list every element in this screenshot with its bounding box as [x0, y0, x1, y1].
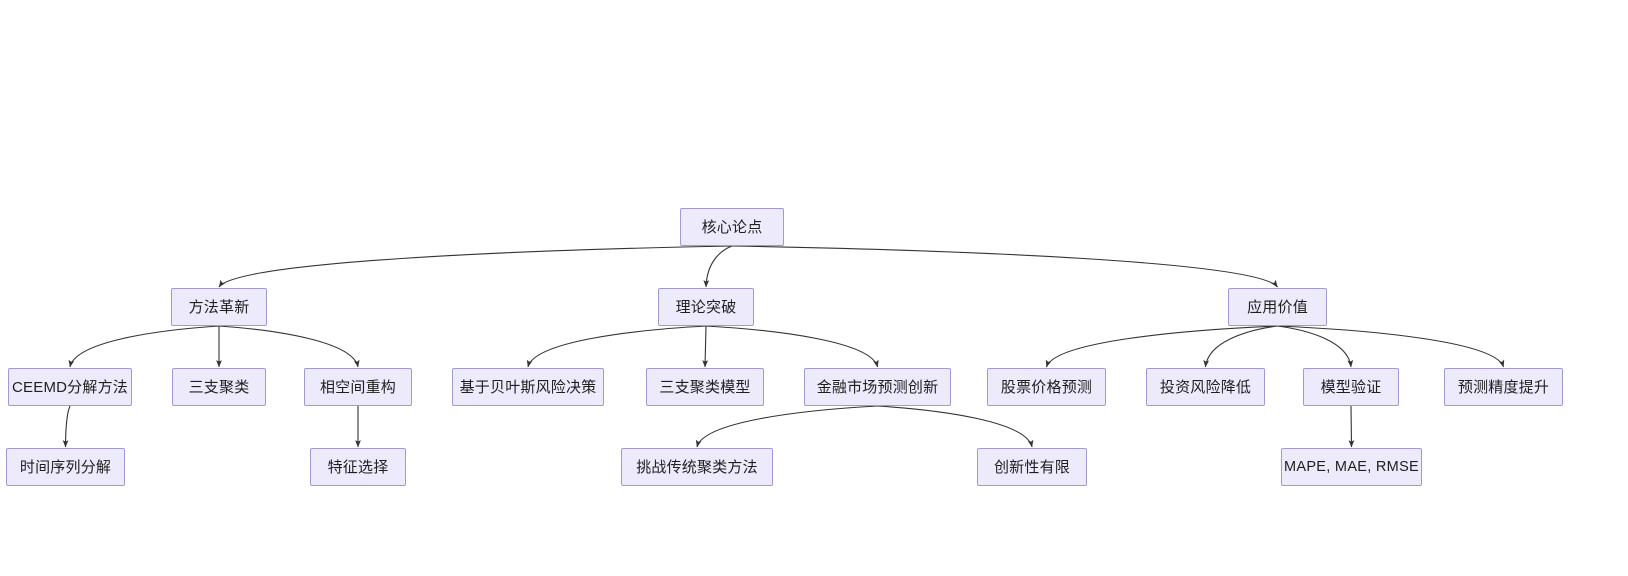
node-label: 方法革新: [188, 298, 250, 316]
mindmap-node-l3a[interactable]: 时间序列分解: [6, 448, 125, 486]
mindmap-node-l1b[interactable]: 理论突破: [658, 288, 754, 326]
node-label: 理论突破: [675, 298, 737, 316]
edge-l1b-to-l2f: [705, 325, 879, 368]
mindmap-node-l2g[interactable]: 股票价格预测: [987, 368, 1106, 406]
node-label: 挑战传统聚类方法: [636, 458, 758, 476]
node-label: 三支聚类: [188, 378, 250, 396]
mindmap-node-l1a[interactable]: 方法革新: [171, 288, 267, 326]
mindmap-node-l2f[interactable]: 金融市场预测创新: [804, 368, 951, 406]
mindmap-node-l2h[interactable]: 投资风险降低: [1146, 368, 1265, 406]
edge-root-to-l1c: [731, 245, 1278, 288]
mindmap-node-l2b[interactable]: 三支聚类: [172, 368, 266, 406]
node-label: 三支聚类模型: [659, 378, 751, 396]
node-label: 应用价值: [1247, 298, 1308, 316]
mindmap-node-l2e[interactable]: 三支聚类模型: [646, 368, 764, 406]
node-label: 预测精度提升: [1457, 378, 1550, 396]
edge-l2f-to-l3c: [695, 405, 878, 448]
node-label: 基于贝叶斯风险决策: [459, 378, 597, 396]
node-label: 特征选择: [327, 458, 389, 476]
node-label: 模型验证: [1320, 378, 1382, 396]
edge-l1c-to-l2i: [1277, 325, 1354, 368]
edge-l1a-to-l2a: [68, 325, 220, 368]
edge-l1c-to-l2h: [1203, 325, 1278, 368]
mindmap-node-l1c[interactable]: 应用价值: [1228, 288, 1327, 326]
edge-l2i-to-l3e: [1348, 405, 1355, 448]
mindmap-node-l2a[interactable]: CEEMD分解方法: [8, 368, 132, 406]
node-label: 时间序列分解: [19, 458, 112, 476]
edge-l1a-to-l2c: [218, 325, 360, 368]
node-label: MAPE, MAE, RMSE: [1283, 458, 1420, 475]
mindmap-node-l2j[interactable]: 预测精度提升: [1444, 368, 1563, 406]
mindmap-node-l3b[interactable]: 特征选择: [310, 448, 406, 486]
mindmap-node-l3d[interactable]: 创新性有限: [977, 448, 1087, 486]
edge-l1c-to-l2g: [1045, 325, 1278, 368]
node-label: CEEMD分解方法: [12, 378, 128, 396]
edge-root-to-l1b: [703, 245, 733, 288]
edge-l1b-to-l2e: [702, 325, 709, 368]
node-label: 创新性有限: [993, 458, 1070, 476]
node-label: 相空间重构: [319, 378, 396, 396]
edge-l1b-to-l2d: [526, 325, 707, 368]
mindmap-node-l2i[interactable]: 模型验证: [1303, 368, 1399, 406]
mindmap-node-l3c[interactable]: 挑战传统聚类方法: [621, 448, 773, 486]
mindmap-node-root[interactable]: 核心论点: [680, 208, 784, 246]
mindmap-node-l2d[interactable]: 基于贝叶斯风险决策: [452, 368, 604, 406]
node-label: 股票价格预测: [1000, 378, 1093, 396]
node-label: 金融市场预测创新: [816, 378, 939, 396]
node-label: 核心论点: [701, 218, 763, 236]
node-label: 投资风险降低: [1159, 378, 1252, 396]
edge-l2f-to-l3d: [877, 405, 1034, 448]
edge-l2a-to-l3a: [62, 405, 71, 448]
mindmap-node-l2c[interactable]: 相空间重构: [304, 368, 412, 406]
mindmap-node-l3e[interactable]: MAPE, MAE, RMSE: [1281, 448, 1422, 486]
edge-l1c-to-l2j: [1277, 325, 1505, 368]
edge-root-to-l1a: [218, 245, 733, 288]
edge-group: [62, 245, 1505, 448]
